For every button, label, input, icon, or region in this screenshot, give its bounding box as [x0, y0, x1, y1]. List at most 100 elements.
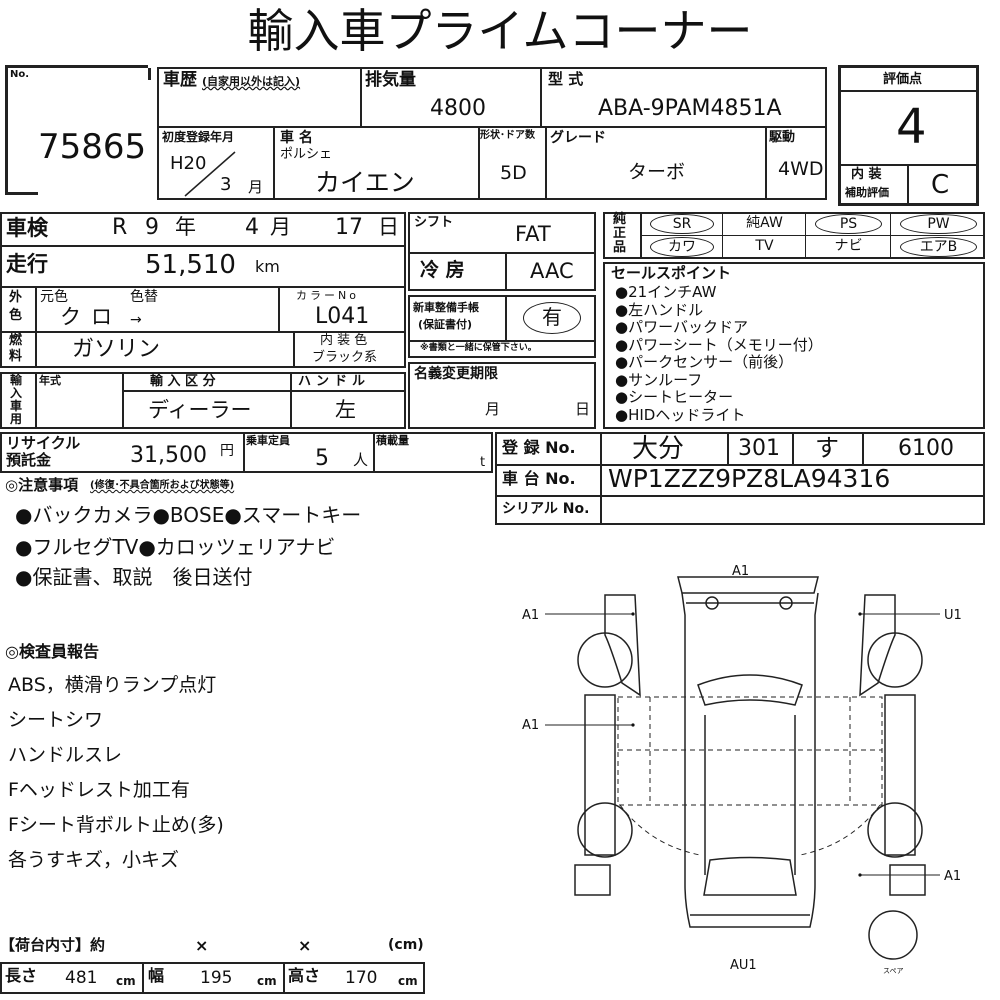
- mileage-unit: km: [255, 257, 280, 276]
- inspection-table: [0, 212, 406, 368]
- registration-label: 登 録 No.: [502, 438, 576, 457]
- recycle-sublabel: 預託金: [6, 451, 52, 469]
- interior-score-label: 内 装: [851, 167, 882, 182]
- model-code-value: ABA-9PAM4851A: [598, 96, 782, 121]
- cm-unit: cm: [257, 974, 277, 988]
- inspection-day: 17: [335, 215, 363, 240]
- color-change-label: 色替: [130, 289, 158, 305]
- length-value: 481: [65, 968, 98, 988]
- load-label: 積載量: [376, 434, 409, 447]
- ac-label: 冷 房: [420, 259, 465, 281]
- vehicle-info-table: [157, 67, 827, 200]
- original-color: クロ: [60, 305, 122, 329]
- times-sign: ×: [298, 936, 312, 955]
- import-label: 輸入車用: [10, 373, 23, 426]
- manual-label: 新車整備手帳: [413, 301, 479, 314]
- times-sign: ×: [195, 936, 209, 955]
- damage-front: A1: [732, 564, 749, 579]
- car-maker: ポルシェ: [280, 147, 333, 162]
- registration-area: 大分: [632, 434, 685, 464]
- drive-label: 駆動: [769, 130, 796, 145]
- exterior-label: 外: [9, 290, 23, 305]
- import-type-label: 輸 入 区 分: [150, 374, 216, 389]
- serial-label: シリアル No.: [502, 501, 590, 517]
- lot-number: 75865: [38, 127, 147, 167]
- name-change-day: 日: [575, 400, 591, 418]
- length-label: 長さ: [5, 966, 38, 985]
- sales-points-box: セールスポイント ●21インチAW●左ハンドル●パワーバックドア●パワーシート（…: [603, 262, 985, 429]
- report-label: ◎検査員報告: [5, 642, 99, 661]
- registration-class: 301: [738, 436, 780, 461]
- height-value: 170: [345, 968, 378, 988]
- genuine-part-item: PS: [815, 214, 882, 234]
- damage-right-rear: A1: [944, 869, 961, 884]
- genuine-part-item: SR: [650, 214, 714, 234]
- first-reg-year: H20: [170, 153, 207, 174]
- damage-right-front-door: U1: [944, 608, 962, 623]
- load-unit: t: [480, 455, 486, 470]
- sales-point-item: ●HIDヘッドライト: [615, 405, 746, 424]
- displacement-label: 排気量: [365, 70, 416, 90]
- inspection-era: R: [112, 215, 128, 240]
- handle-label: ハンドル: [298, 374, 371, 389]
- cargo-label: 【荷台内寸】約: [0, 936, 106, 954]
- capacity-unit: 人: [353, 451, 369, 469]
- genuine-label: 純正品: [613, 212, 627, 255]
- recycle-value: 31,500: [130, 443, 207, 468]
- color-no: L041: [315, 304, 370, 329]
- shift-label: シフト: [414, 215, 454, 230]
- genuine-part-item: TV: [755, 238, 774, 254]
- original-color-label: 元色: [40, 289, 68, 305]
- sales-point-item: ●21インチAW: [615, 283, 717, 301]
- width-label: 幅: [148, 966, 165, 985]
- notice-label: ◎注意事項: [5, 476, 79, 494]
- notice-line: ●フルセグTV●カロッツェリアナビ: [15, 535, 336, 559]
- manual-sublabel: (保証書付): [418, 318, 473, 331]
- grade-label: グレード: [550, 130, 606, 146]
- recycle-table: [0, 432, 493, 473]
- page-title: 輸入車プライムコーナー: [247, 4, 753, 58]
- fuel-value: ガソリン: [72, 337, 161, 362]
- import-table: [0, 372, 406, 429]
- sales-point-item: ●シートヒーター: [615, 388, 734, 406]
- lot-label: No.: [10, 69, 30, 80]
- damage-left-front-door: A1: [522, 608, 539, 623]
- sales-point-item: ●パワーバックドア: [615, 318, 748, 336]
- month-unit: 月: [270, 215, 291, 239]
- sales-point-item: ●サンルーフ: [615, 370, 703, 389]
- manual-value: 有: [523, 302, 581, 334]
- first-reg-label: 初度登録年月: [162, 130, 235, 144]
- report-line: 各うすキズ，小キズ: [8, 849, 180, 871]
- genuine-part-item: ナビ: [834, 238, 863, 254]
- grade-value: ターボ: [628, 161, 686, 183]
- sales-point-item: ●パークセンサー（前後）: [615, 353, 794, 371]
- ac-value: AAC: [530, 259, 574, 283]
- model-code-label: 型 式: [548, 70, 584, 88]
- damage-rear: AU1: [730, 958, 757, 973]
- interior-color: ブラック系: [312, 350, 378, 365]
- cargo-unit: (cm): [388, 937, 424, 953]
- manual-table: [408, 295, 596, 358]
- car-damage-diagram: A1 A1 U1 A1 A1 AU1 スペア: [522, 564, 962, 975]
- report-line: シートシワ: [8, 709, 104, 731]
- cm-unit: cm: [116, 974, 136, 988]
- cm-unit: cm: [398, 974, 418, 988]
- history-label: 車歴: [163, 70, 197, 90]
- body-label: 形状･ドア数: [480, 130, 535, 141]
- import-year-label: 年式: [39, 374, 61, 387]
- height-label: 高さ: [288, 966, 321, 985]
- interior-score-value: C: [931, 170, 950, 200]
- sales-points-label: セールスポイント: [611, 264, 732, 282]
- notice-sublabel: (修復･不具合箇所および状態等): [90, 480, 235, 491]
- car-name-label: 車 名: [280, 130, 313, 146]
- shift-table: [408, 212, 596, 291]
- notice-line: ●保証書、取説 後日送付: [15, 565, 253, 589]
- interior-score-sublabel: 補助評価: [845, 186, 889, 199]
- name-change-month: 月: [485, 400, 501, 418]
- capacity-value: 5: [315, 446, 329, 471]
- month-unit: 月: [248, 178, 264, 196]
- body-value: 5D: [500, 162, 527, 184]
- name-change-label: 名義変更期限: [414, 366, 498, 382]
- damage-left-side: A1: [522, 718, 539, 733]
- exterior-label-2: 色: [9, 308, 23, 323]
